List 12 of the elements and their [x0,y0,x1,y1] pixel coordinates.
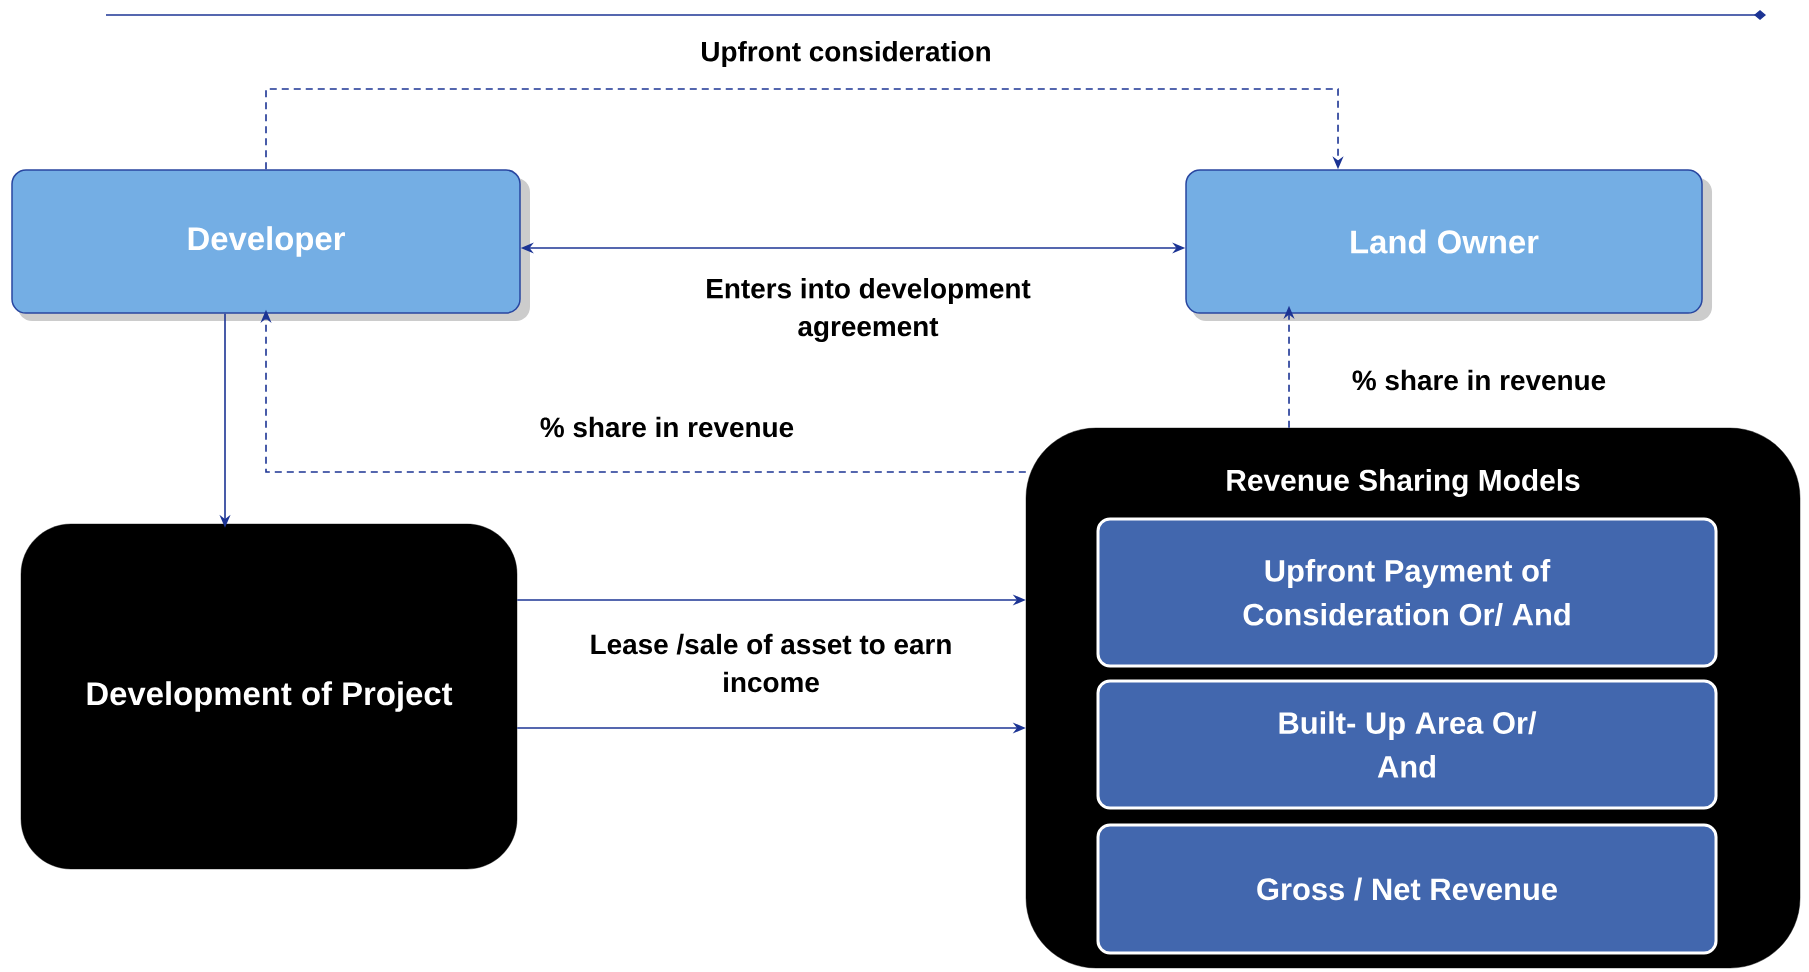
arrow [265,88,1344,171]
edge-label: % share in revenue [1352,369,1606,391]
edge-label: Enters into development agreement [707,278,1031,342]
role-box: Developer [11,169,530,321]
edge-label: Lease /sale of asset to earn income [591,633,951,693]
model-box: Built- Up Area Or/ And [1096,679,1718,810]
model-box: Gross / Net Revenue [1096,823,1718,955]
edge-label: % share in revenue [540,416,794,438]
process-box: Development of Project [20,523,518,870]
model-box: Upfront Payment of Consideration Or/ And [1096,517,1718,668]
role-box: Land Owner [1185,169,1712,321]
edge-label: Upfront consideration [702,41,990,67]
